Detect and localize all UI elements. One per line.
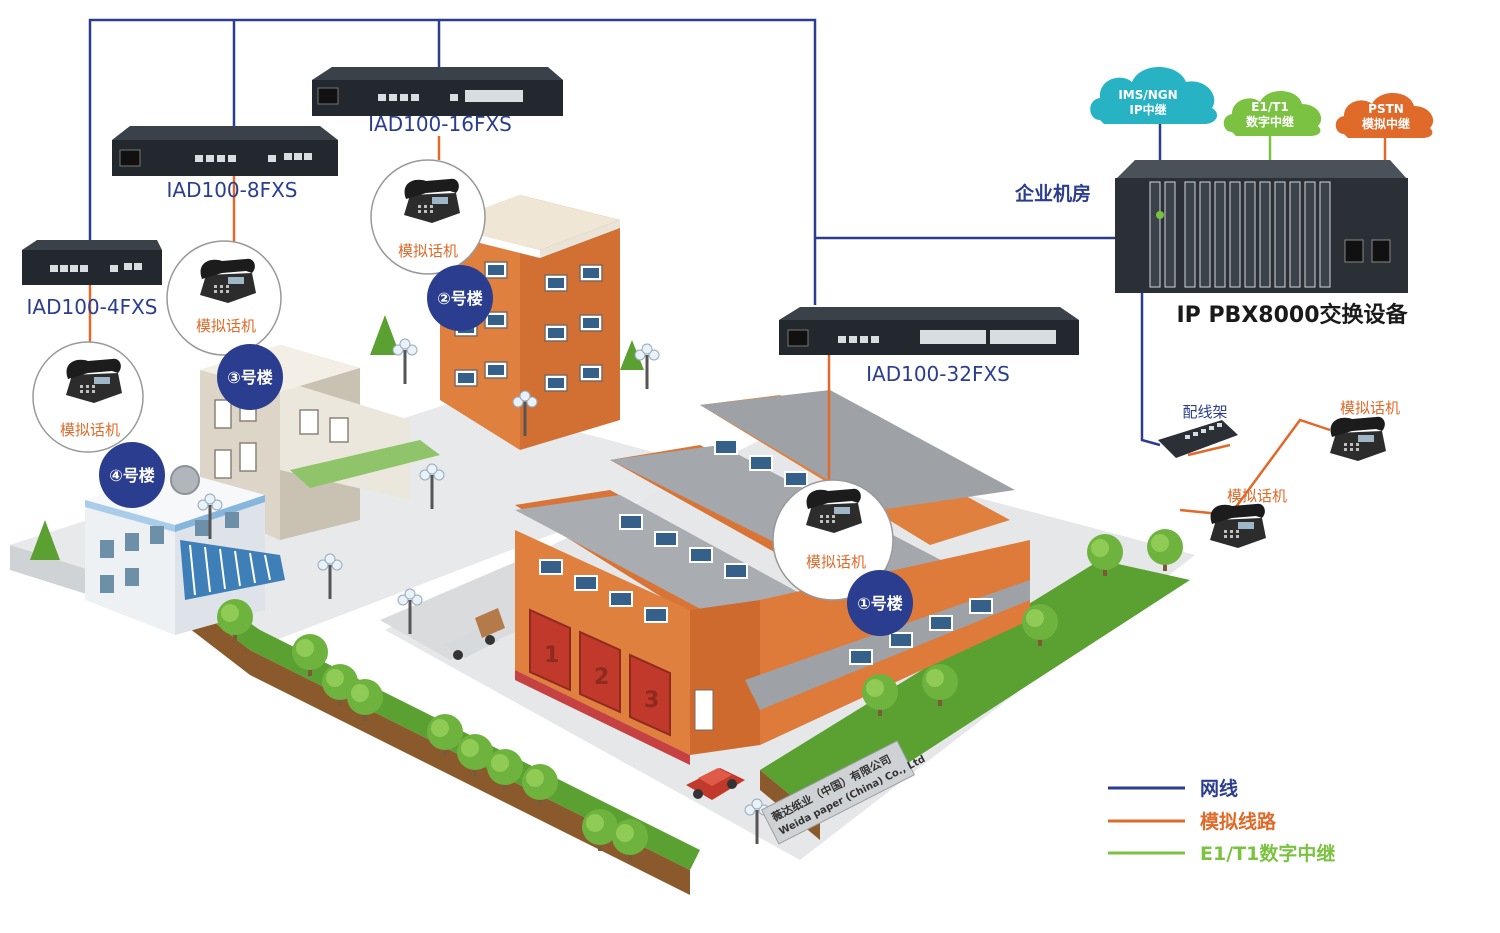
- ims-ngn-cloud: IMS/NGN IP中继: [1090, 67, 1218, 124]
- iad100-32fxs-device: [779, 307, 1079, 355]
- red-car: [686, 768, 745, 800]
- legend: 网线 模拟线路 E1/T1数字中继: [1108, 777, 1335, 865]
- standalone-phone-lower: 模拟话机: [1210, 487, 1287, 548]
- garage-number-1: 1: [544, 643, 559, 668]
- building-badge-2-label: ②号楼: [437, 289, 483, 308]
- building-badge-1-label: ①号楼: [857, 594, 903, 613]
- building-badge-1: ①号楼: [847, 570, 913, 636]
- iad100-16fxs-device: [312, 67, 563, 116]
- ims-cloud-line2: IP中继: [1129, 102, 1166, 117]
- iad100-4fxs-device: [22, 240, 162, 285]
- legend-analog-label: 模拟线路: [1200, 810, 1277, 833]
- building-badge-3: ③号楼: [217, 344, 283, 410]
- ip-pbx8000-device: [1115, 160, 1408, 293]
- analog-lines: [88, 136, 1387, 517]
- ims-cloud-line1: IMS/NGN: [1118, 88, 1177, 102]
- standalone-phone-right: 模拟话机: [1330, 399, 1400, 461]
- garage-number-3: 3: [644, 688, 659, 713]
- building-badge-2: ②号楼: [427, 265, 493, 331]
- iad100-32fxs-label: IAD100-32FXS: [866, 362, 1010, 386]
- building-badge-4: ④号楼: [99, 442, 165, 508]
- phone-bubble-building-4: 模拟话机: [32, 341, 144, 453]
- patch-panel-device: [1158, 420, 1238, 458]
- building-badge-3-label: ③号楼: [227, 368, 273, 387]
- iad100-8fxs-label: IAD100-8FXS: [167, 178, 298, 202]
- building-4: [85, 465, 285, 635]
- phone-icon: [1330, 416, 1386, 461]
- ip-pbx8000-label: IP PBX8000交换设备: [1176, 302, 1408, 328]
- patch-panel-label: 配线架: [1182, 403, 1227, 421]
- phone-label-building-3: 模拟话机: [196, 317, 256, 335]
- legend-network-label: 网线: [1200, 777, 1238, 800]
- server-room-label: 企业机房: [1014, 182, 1091, 205]
- pstn-cloud-line1: PSTN: [1368, 102, 1404, 116]
- network-lines: [88, 18, 1161, 447]
- phone-label-building-4: 模拟话机: [60, 421, 120, 439]
- iad100-4fxs-label: IAD100-4FXS: [27, 295, 158, 319]
- phone-label-building-2: 模拟话机: [398, 242, 458, 260]
- e1-t1-cloud: E1/T1 数字中继: [1223, 90, 1322, 136]
- legend-e1-label: E1/T1数字中继: [1200, 842, 1335, 865]
- phone-bubble-building-2: 模拟话机: [370, 159, 486, 275]
- phone-label-building-1: 模拟话机: [806, 553, 866, 571]
- phone-bubble-building-1: 模拟话机: [772, 479, 894, 601]
- phone-label-right: 模拟话机: [1340, 399, 1400, 417]
- garage-number-2: 2: [594, 665, 609, 690]
- e1-cloud-line2: 数字中继: [1246, 114, 1294, 129]
- phone-icon: [1210, 503, 1266, 548]
- delivery-truck: [445, 608, 505, 660]
- iad100-16fxs-label: IAD100-16FXS: [368, 112, 512, 136]
- pstn-cloud: PSTN 模拟中继: [1335, 92, 1434, 138]
- e1-cloud-line1: E1/T1: [1251, 100, 1288, 114]
- building-badge-4-label: ④号楼: [109, 466, 155, 485]
- pstn-cloud-line2: 模拟中继: [1362, 116, 1410, 131]
- phone-bubble-building-3: 模拟话机: [166, 240, 282, 356]
- phone-label-lower: 模拟话机: [1227, 487, 1287, 505]
- iad100-8fxs-device: [112, 126, 338, 176]
- landscape: [30, 315, 1183, 861]
